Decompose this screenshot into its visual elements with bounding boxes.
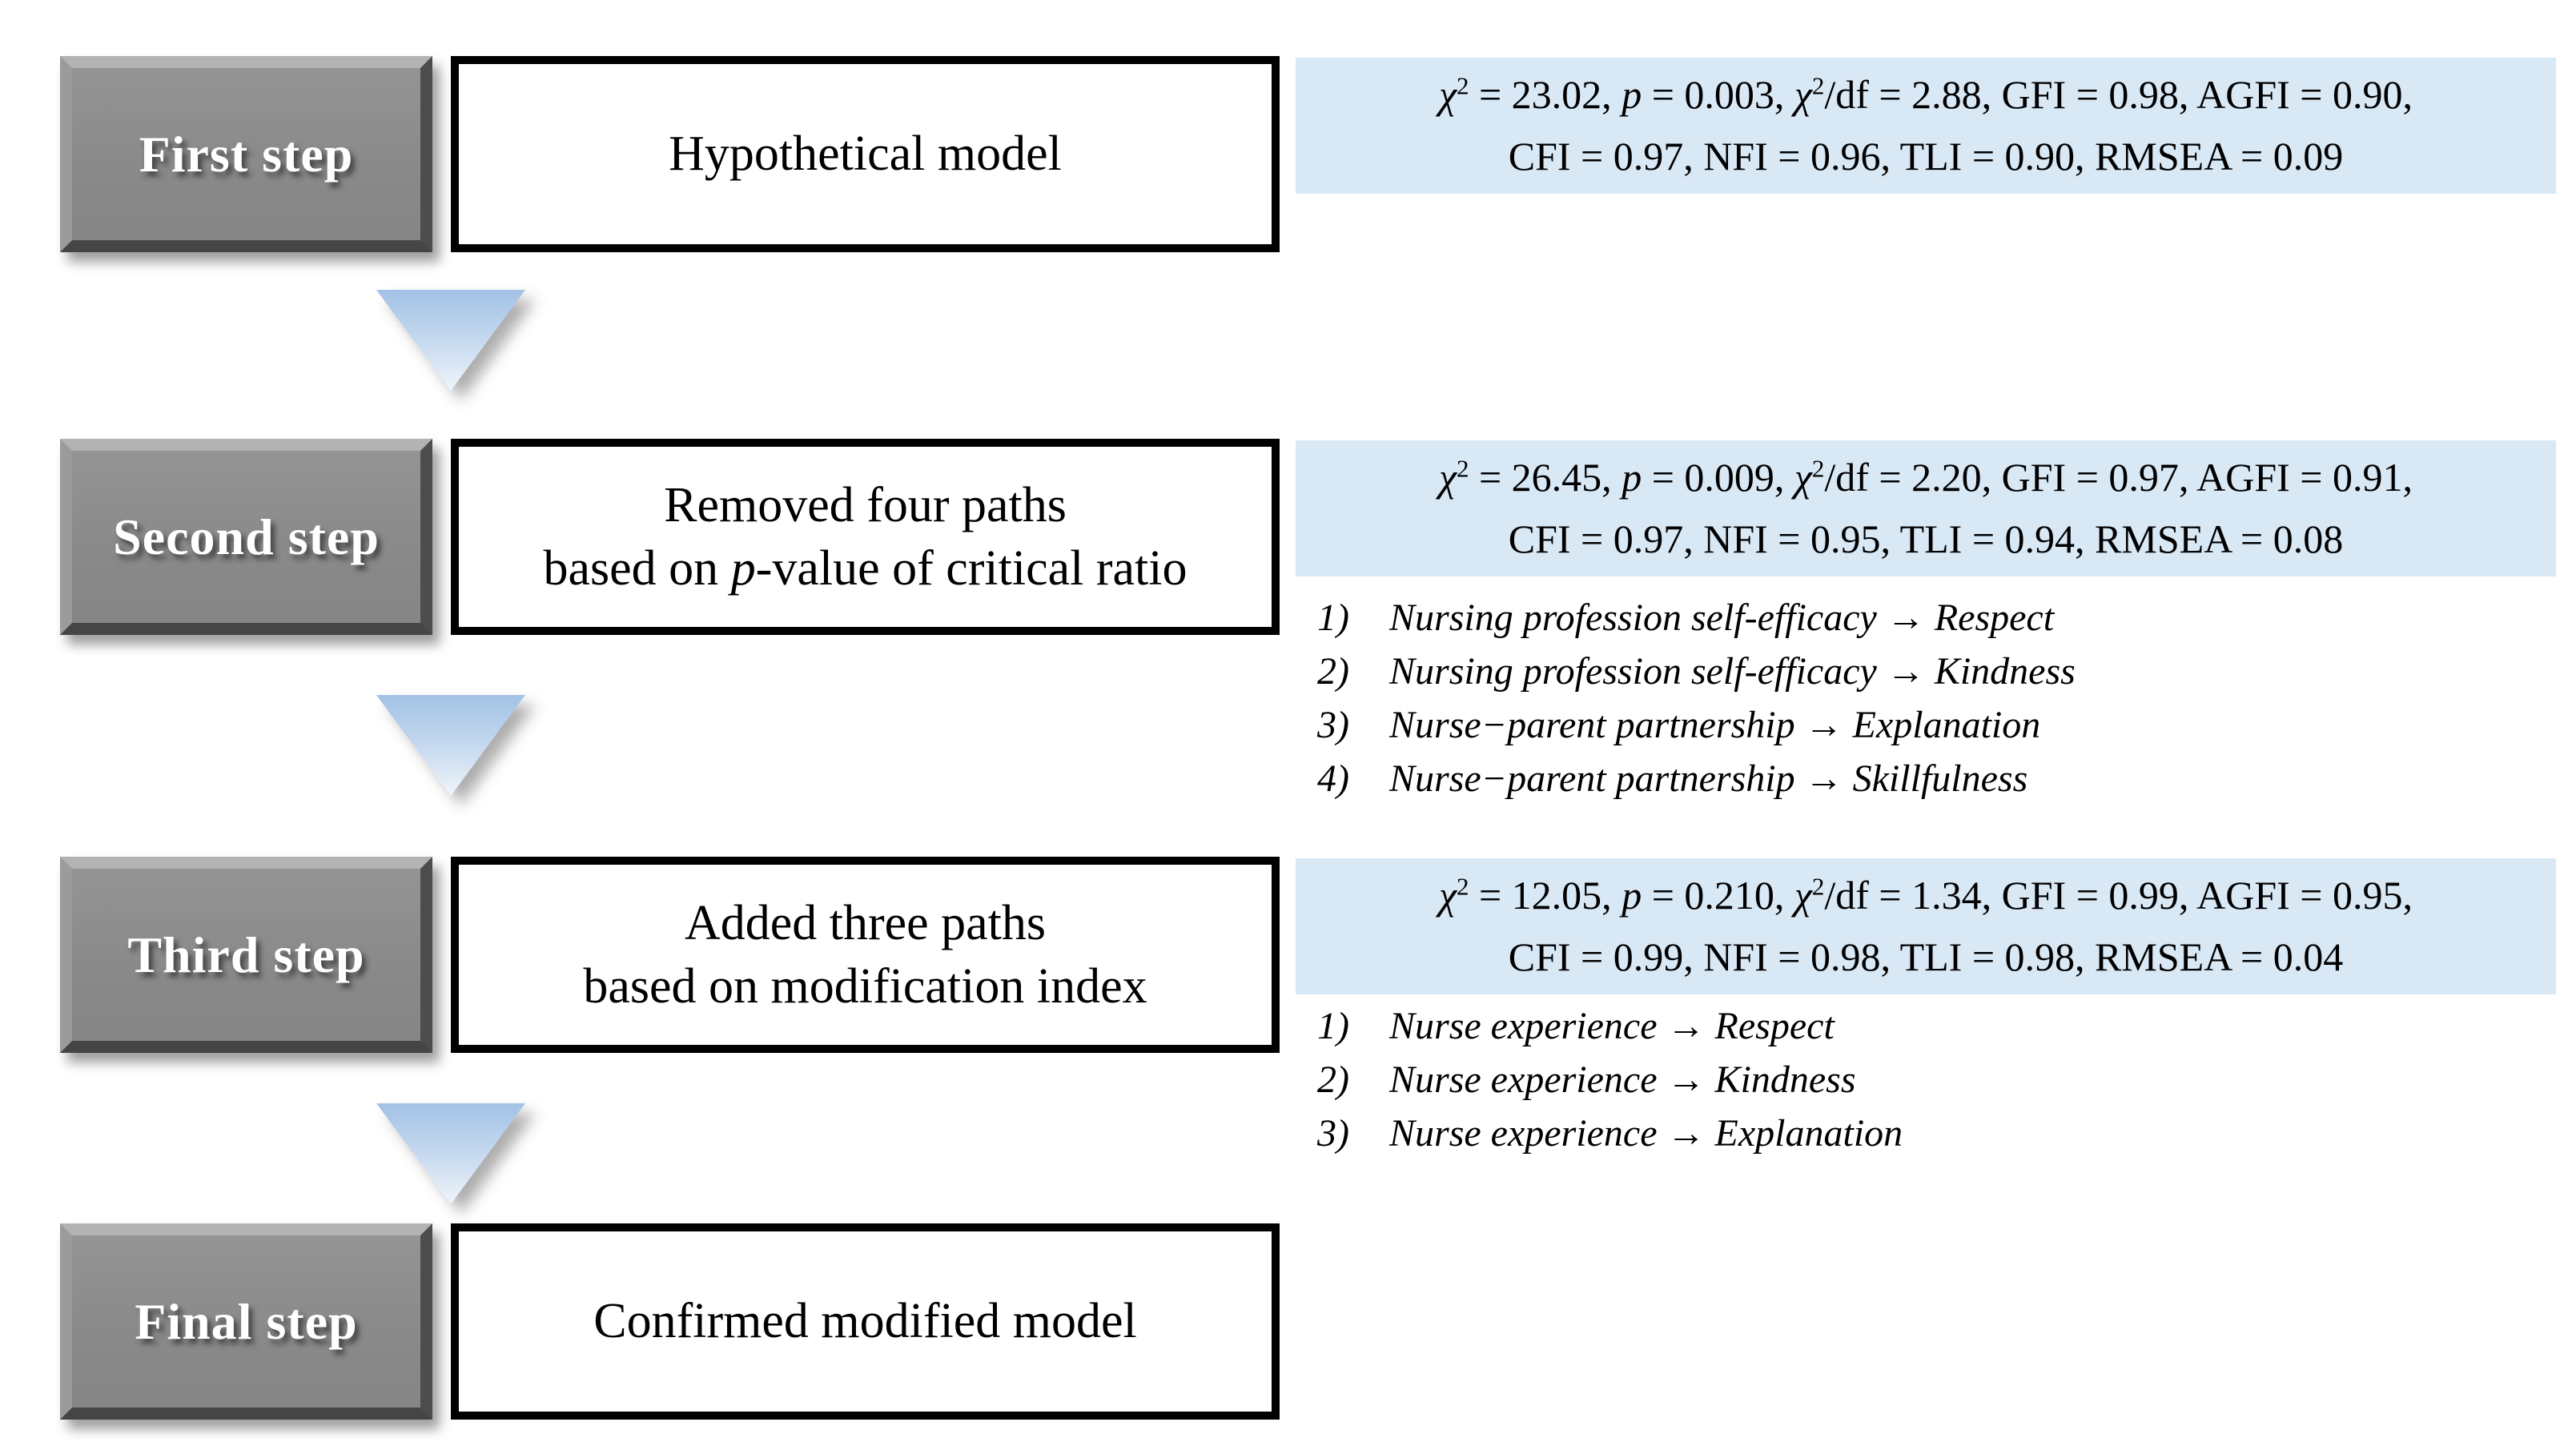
list-item-text: Nurse experience → Respect [1389,1005,1835,1047]
model-box-hypothetical-text: Hypothetical model [669,127,1062,181]
stats-segment: = 26.45, [1469,455,1622,500]
stats-segment: = 23.02, [1469,72,1622,117]
list-item-number: 3) [1317,1112,1349,1155]
fit-stats-panel-third: χ2 = 12.05, p = 0.210, χ2/df = 1.34, GFI… [1296,858,2556,994]
added-paths-list: 1) Nurse experience → Respect 2) Nurse e… [1317,999,1903,1160]
stats-segment: /df = 2.20, GFI = 0.97, AGFI = 0.91, [1824,455,2413,500]
step-button-third: Third step [60,857,432,1053]
chi-symbol: χ [1794,455,1812,500]
model-box-hypothetical: Hypothetical model [451,56,1280,252]
chi-symbol: χ [1438,873,1457,918]
chi-exponent: 2 [1456,71,1469,100]
fit-stats-first-line2: CFI = 0.97, NFI = 0.96, TLI = 0.90, RMSE… [1508,134,2344,179]
fit-stats-panel-second: χ2 = 26.45, p = 0.009, χ2/df = 2.20, GFI… [1296,440,2556,576]
list-item: 4) Nurse−parent partnership → Skillfulne… [1317,752,2076,805]
step-button-first-label: First step [139,125,354,183]
stats-segment: /df = 2.88, GFI = 0.98, AGFI = 0.90, [1824,72,2413,117]
step-button-first: First step [60,56,432,252]
down-arrow-triangle [376,1103,525,1204]
p-symbol: p [1622,455,1642,500]
down-arrow-icon [376,290,525,391]
list-item-text: Nurse experience → Kindness [1389,1058,1856,1101]
fit-stats-third-line2: CFI = 0.99, NFI = 0.98, TLI = 0.98, RMSE… [1508,934,2344,979]
step-button-final-label: Final step [135,1292,358,1350]
list-item: 2) Nursing profession self-efficacy → Ki… [1317,645,2076,698]
list-item: 1) Nursing profession self-efficacy → Re… [1317,591,2076,645]
fit-stats-panel-first: χ2 = 23.02, p = 0.003, χ2/df = 2.88, GFI… [1296,58,2556,194]
model-box-added-paths: Added three paths based on modification … [451,857,1280,1053]
chi-exponent: 2 [1456,872,1469,901]
list-item-text: Nursing profession self-efficacy → Respe… [1389,596,2055,639]
chi-symbol: χ [1794,72,1812,117]
list-item-number: 4) [1317,757,1349,800]
chi-exponent: 2 [1811,872,1825,901]
fit-stats-third-line1: χ2 = 12.05, p = 0.210, χ2/df = 1.34, GFI… [1439,865,2413,926]
step-button-third-label: Third step [127,926,365,983]
step-button-second-label: Second step [113,508,380,565]
removed-paths-list: 1) Nursing profession self-efficacy → Re… [1317,591,2076,805]
model-box-confirmed: Confirmed modified model [451,1223,1280,1420]
chi-symbol: χ [1438,72,1457,117]
list-item-number: 2) [1317,650,1349,693]
model-box-removed-paths-line2: based on p-value of critical ratio [544,537,1188,600]
model-box-removed-paths: Removed four paths based on p-value of c… [451,439,1280,635]
stats-segment: = 0.009, [1642,455,1794,500]
down-arrow-triangle [376,290,525,391]
model-box-added-paths-line1: Added three paths [684,895,1047,950]
fit-stats-second-line2: CFI = 0.97, NFI = 0.95, TLI = 0.94, RMSE… [1508,516,2344,561]
step-button-second: Second step [60,439,432,635]
list-item-text: Nursing profession self-efficacy → Kindn… [1389,650,2076,693]
stats-segment: = 12.05, [1469,873,1622,918]
chi-exponent: 2 [1456,454,1469,483]
list-item: 3) Nurse experience → Explanation [1317,1107,1903,1160]
list-item-number: 1) [1317,1005,1349,1047]
list-item: 1) Nurse experience → Respect [1317,999,1903,1053]
model-box-removed-paths-line1: Removed four paths [664,477,1067,532]
list-item-number: 1) [1317,596,1349,639]
down-arrow-icon [376,1103,525,1204]
down-arrow-icon [376,695,525,796]
model-box-added-paths-line2: based on modification index [583,955,1147,1018]
chi-symbol: χ [1438,455,1457,500]
stats-segment: = 0.003, [1642,72,1794,117]
stats-segment: = 0.210, [1642,873,1794,918]
list-item-text: Nurse−parent partnership → Explanation [1389,704,2041,746]
chi-symbol: χ [1794,873,1812,918]
model-box-confirmed-text: Confirmed modified model [593,1294,1137,1348]
chi-exponent: 2 [1811,71,1825,100]
list-item: 3) Nurse−parent partnership → Explanatio… [1317,698,2076,752]
step-button-final: Final step [60,1223,432,1420]
fit-stats-second-line1: χ2 = 26.45, p = 0.009, χ2/df = 2.20, GFI… [1439,447,2413,508]
list-item-number: 3) [1317,704,1349,746]
line2-prefix: based on [543,540,731,596]
list-item-text: Nurse experience → Explanation [1389,1112,1903,1155]
down-arrow-triangle [376,695,525,796]
chi-exponent: 2 [1811,454,1825,483]
stats-segment: /df = 1.34, GFI = 0.99, AGFI = 0.95, [1824,873,2413,918]
line2-suffix: -value of critical ratio [755,540,1188,596]
fit-stats-first-line1: χ2 = 23.02, p = 0.003, χ2/df = 2.88, GFI… [1439,64,2413,126]
list-item-text: Nurse−parent partnership → Skillfulness [1389,757,2028,800]
list-item-number: 2) [1317,1058,1349,1101]
list-item: 2) Nurse experience → Kindness [1317,1053,1903,1107]
p-symbol: p [1622,72,1642,117]
line2-prefix: based on modification index [583,958,1147,1014]
p-symbol: p [730,540,756,596]
p-symbol: p [1622,873,1642,918]
